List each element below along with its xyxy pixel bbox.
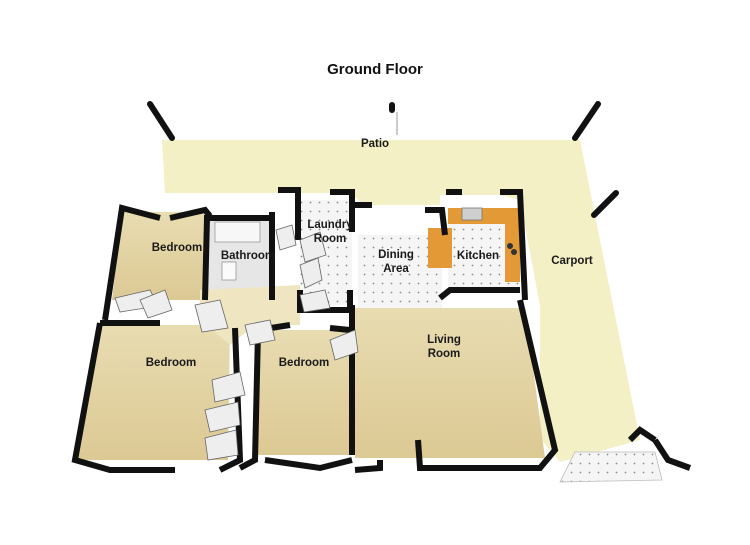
label-bedroom-left: Bedroom — [146, 357, 196, 369]
label-carport: Carport — [551, 255, 593, 267]
label-patio: Patio — [361, 138, 389, 150]
plan-title: Ground Floor — [327, 61, 423, 78]
bedroom-left-floor — [75, 325, 230, 460]
kitchen-floor — [448, 215, 520, 290]
label-laundry-2: Room — [314, 233, 347, 245]
bathroom-fixtures — [214, 221, 261, 281]
label-laundry-1: Laundry — [307, 219, 353, 231]
patio-posts — [147, 101, 619, 218]
bedroom-mid-floor — [258, 330, 352, 455]
kitchen-counters — [428, 207, 520, 282]
bedroom-top-floor — [112, 212, 205, 300]
label-bedroom-top: Bedroom — [152, 242, 202, 254]
patio-area — [162, 140, 640, 462]
room-labels: Patio Carport Bedroom Bathroom Laundry R… — [146, 138, 593, 369]
label-bedroom-mid: Bedroom — [279, 357, 329, 369]
room-floors — [75, 200, 545, 460]
front-steps — [559, 451, 663, 483]
label-bathroom: Bathroom — [221, 250, 275, 262]
label-living-1: Living — [427, 334, 461, 346]
doors — [114, 224, 359, 461]
living-room-floor — [355, 308, 545, 458]
dining-floor — [358, 235, 442, 310]
label-dining-1: Dining — [378, 249, 414, 261]
walls — [71, 187, 692, 473]
label-living-2: Room — [428, 348, 461, 360]
label-kitchen: Kitchen — [457, 250, 499, 262]
label-dining-2: Area — [383, 263, 409, 275]
